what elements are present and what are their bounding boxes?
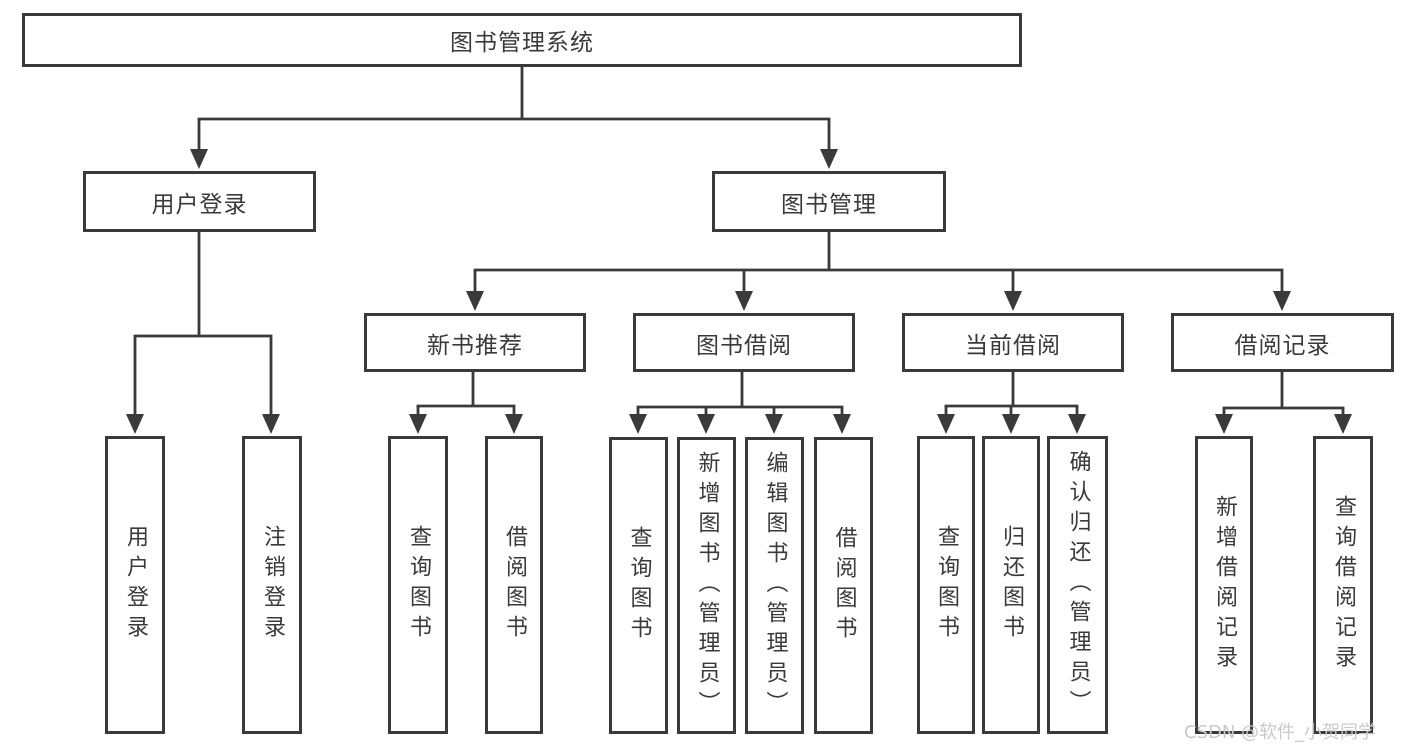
leaf-query-book-newbook-label: 查询图书	[406, 525, 431, 645]
node-new-book-recommend: 新书推荐	[364, 313, 586, 372]
node-user-login-label: 用户登录	[151, 191, 248, 218]
leaf-query-borrow-record: 查询借阅记录	[1313, 436, 1373, 734]
leaf-return-book-label: 归还图书	[999, 525, 1024, 645]
node-book-mgmt: 图书管理	[712, 171, 946, 232]
leaf-borrow-book-borrow: 借阅图书	[814, 437, 873, 734]
arrow-down-icon	[409, 414, 427, 434]
arrow-down-icon	[1004, 291, 1022, 311]
arrow-down-icon	[126, 414, 144, 434]
leaf-logout: 注销登录	[242, 436, 302, 734]
leaf-query-book-current-label: 查询图书	[934, 525, 959, 645]
leaf-confirm-return-admin: 确认归还（管理员）	[1047, 436, 1108, 734]
leaf-return-book: 归还图书	[982, 436, 1040, 734]
arrow-down-icon	[505, 414, 523, 434]
node-book-borrow: 图书借阅	[633, 313, 855, 372]
arrow-down-icon	[1215, 414, 1233, 434]
leaf-add-book-admin-label: 新增图书（管理员）	[694, 450, 720, 721]
node-book-mgmt-label: 图书管理	[781, 191, 877, 218]
arrow-down-icon	[735, 291, 753, 311]
node-borrow-record-label: 借阅记录	[1234, 332, 1331, 359]
leaf-edit-book-admin: 编辑图书（管理员）	[745, 437, 804, 734]
node-current-borrow-label: 当前借阅	[965, 332, 1061, 359]
arrow-down-icon	[262, 414, 280, 434]
node-root-label: 图书管理系统	[450, 30, 594, 56]
watermark: CSDN @软件_小贺同学	[1184, 722, 1377, 743]
leaf-user-login: 用户登录	[105, 436, 165, 734]
node-root: 图书管理系统	[22, 13, 1022, 67]
node-current-borrow: 当前借阅	[902, 313, 1124, 372]
leaf-user-login-label: 用户登录	[123, 525, 148, 645]
leaf-borrow-book-newbook: 借阅图书	[485, 436, 543, 734]
arrow-down-icon	[937, 414, 955, 434]
arrow-down-icon	[697, 414, 715, 434]
leaf-borrow-book-newbook-label: 借阅图书	[502, 525, 527, 645]
arrow-down-icon	[1334, 414, 1352, 434]
node-new-book-recommend-label: 新书推荐	[427, 332, 523, 359]
arrow-down-icon	[765, 414, 783, 434]
arrow-down-icon	[629, 414, 647, 434]
arrowhead-icons	[126, 149, 1352, 434]
arrow-down-icon	[190, 149, 208, 169]
leaf-confirm-return-admin-label: 确认归还（管理员）	[1065, 450, 1091, 720]
leaf-logout-label: 注销登录	[260, 525, 285, 645]
arrow-down-icon	[833, 414, 851, 434]
leaf-borrow-book-borrow-label: 借阅图书	[831, 525, 857, 646]
node-book-borrow-label: 图书借阅	[696, 332, 792, 359]
leaf-query-book-newbook: 查询图书	[388, 436, 448, 734]
arrow-down-icon	[1068, 414, 1086, 434]
leaf-add-borrow-record-label: 新增借阅记录	[1212, 495, 1237, 675]
arrow-down-icon	[1002, 414, 1020, 434]
leaf-edit-book-admin-label: 编辑图书（管理员）	[762, 450, 788, 721]
node-borrow-record: 借阅记录	[1171, 313, 1394, 372]
leaf-query-book-current: 查询图书	[917, 436, 975, 734]
node-user-login: 用户登录	[83, 171, 316, 232]
leaf-add-borrow-record: 新增借阅记录	[1195, 436, 1253, 734]
leaf-add-book-admin: 新增图书（管理员）	[677, 437, 736, 734]
leaf-query-book-borrow-label: 查询图书	[626, 525, 652, 646]
leaf-query-borrow-record-label: 查询借阅记录	[1331, 495, 1356, 675]
arrow-down-icon	[1273, 291, 1291, 311]
arrow-down-icon	[820, 149, 838, 169]
leaf-query-book-borrow: 查询图书	[609, 437, 668, 734]
arrow-down-icon	[466, 291, 484, 311]
